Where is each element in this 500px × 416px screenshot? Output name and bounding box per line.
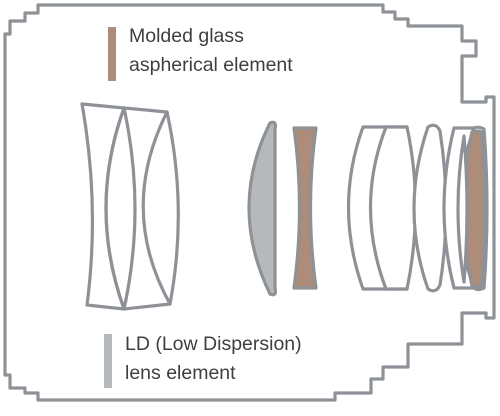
front-lens-2-inner-curve xyxy=(141,110,172,306)
rear-lens-3 xyxy=(412,123,448,293)
front-lens-2 xyxy=(122,106,180,311)
aspherical-lens-element xyxy=(292,126,318,290)
front-lens-1-inner-curve xyxy=(104,106,126,311)
ld-swatch xyxy=(104,334,112,388)
ld-legend-label: LD (Low Dispersion) lens element xyxy=(125,333,302,384)
lens-barrel-outline xyxy=(3,3,496,402)
aspherical-swatch xyxy=(108,27,116,81)
rear-lens-2 xyxy=(368,125,418,291)
front-lens-1 xyxy=(80,102,126,311)
aspherical-legend-label: Molded glass aspherical element xyxy=(129,25,293,76)
rear-lens-5-inner xyxy=(456,134,469,284)
ld-lens-element xyxy=(247,120,278,297)
